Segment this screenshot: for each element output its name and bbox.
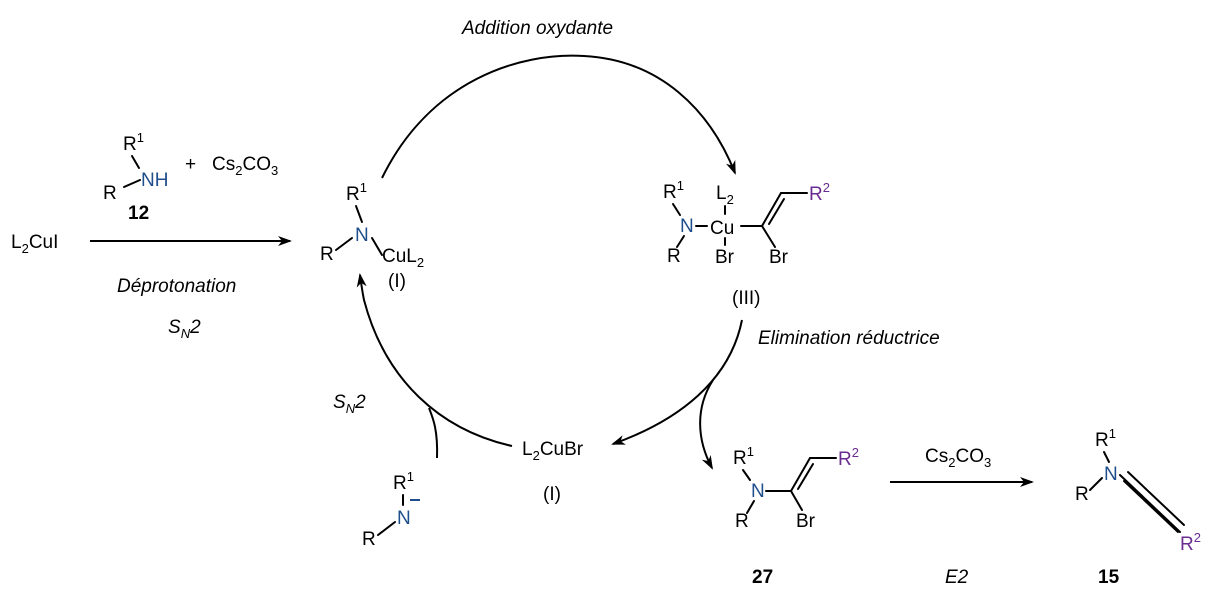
svg-text:N: N xyxy=(1104,464,1118,485)
svg-text:Br: Br xyxy=(769,247,789,268)
svg-text:N: N xyxy=(751,481,765,502)
bromoenamine-27: R1 N R R2 Br 27 xyxy=(733,444,859,588)
svg-text:R: R xyxy=(667,246,681,267)
svg-text:(III): (III) xyxy=(732,288,761,309)
svg-text:R1: R1 xyxy=(123,130,144,155)
svg-text:(I): (I) xyxy=(388,271,406,292)
svg-text:15: 15 xyxy=(1098,567,1120,588)
svg-text:R2: R2 xyxy=(809,180,830,205)
svg-text:R2: R2 xyxy=(1180,530,1201,555)
svg-text:R1: R1 xyxy=(733,444,754,469)
svg-text:R: R xyxy=(362,529,376,550)
start-catalyst: L2CuI xyxy=(11,232,58,256)
base-cs2co3-e2: Cs2CO3 xyxy=(925,446,991,470)
svg-text:R1: R1 xyxy=(346,180,367,205)
amide-anion: R1 N R xyxy=(362,469,420,550)
cu1-amide-complex: R1 N R CuL2 (I) xyxy=(320,180,424,292)
svg-text:(I): (I) xyxy=(543,484,561,505)
oxidative-addition-arrow xyxy=(381,54,736,179)
svg-text:R: R xyxy=(1075,484,1089,505)
svg-text:NH: NH xyxy=(141,170,168,191)
reductive-elimination-arrow xyxy=(611,319,743,445)
label-sn2-cycle: SN2 xyxy=(333,392,366,416)
svg-text:N: N xyxy=(680,216,694,237)
svg-text:CuL2: CuL2 xyxy=(382,246,424,270)
svg-text:R: R xyxy=(735,511,749,532)
svg-text:R: R xyxy=(320,244,334,265)
svg-text:N: N xyxy=(397,508,411,529)
svg-text:R1: R1 xyxy=(1095,426,1116,451)
svg-text:N: N xyxy=(355,225,369,246)
product-release-arrow xyxy=(699,379,714,470)
amine-12: R1 NH R 12 xyxy=(103,130,168,224)
ynamine-15: R1 N R R2 15 xyxy=(1075,426,1201,588)
label-oxidative-addition: Addition oxydante xyxy=(461,18,613,39)
label-sn2-deprotonation: SN2 xyxy=(168,317,201,341)
plus-sign: + xyxy=(185,154,196,175)
cu3-intermediate: R1 N R Cu L2 Br R2 Br (III) xyxy=(663,178,830,309)
svg-text:L2: L2 xyxy=(716,183,734,207)
label-reductive-elimination: Elimination réductrice xyxy=(758,328,940,349)
svg-text:R1: R1 xyxy=(393,469,414,494)
cubr-complex: L2CuBr (I) xyxy=(522,439,584,505)
svg-text:L2CuBr: L2CuBr xyxy=(522,439,584,463)
label-e2: E2 xyxy=(945,567,969,588)
svg-text:R2: R2 xyxy=(838,445,859,470)
label-deprotonation: Déprotonation xyxy=(117,276,236,297)
svg-text:R: R xyxy=(103,183,117,204)
svg-text:Cu: Cu xyxy=(710,218,734,239)
regeneration-arrow xyxy=(356,273,513,447)
base-cs2co3-top: Cs2CO3 xyxy=(212,154,278,178)
svg-text:R1: R1 xyxy=(663,178,684,203)
svg-text:27: 27 xyxy=(752,567,773,588)
svg-text:Br: Br xyxy=(715,247,735,268)
svg-text:Br: Br xyxy=(796,511,816,532)
svg-text:12: 12 xyxy=(128,203,149,224)
amide-entry-arrow xyxy=(428,407,439,459)
